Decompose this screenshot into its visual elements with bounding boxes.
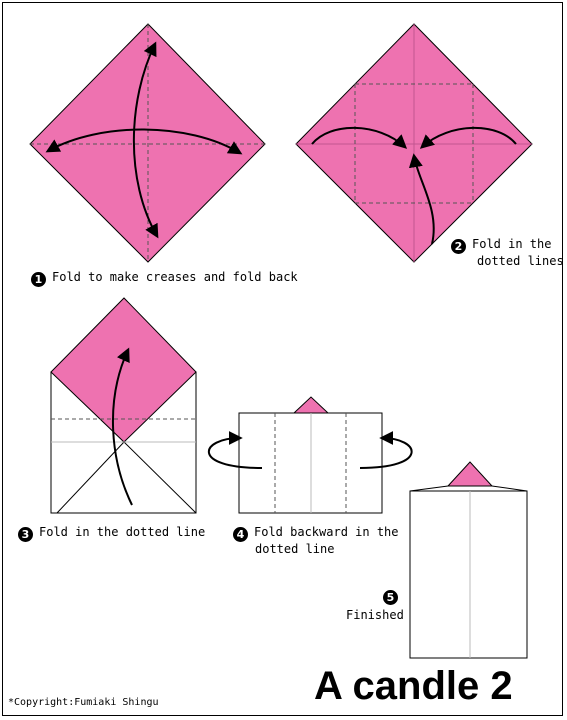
- step5-number-badge: 5: [383, 590, 398, 605]
- step1-number-badge: 1: [31, 272, 46, 287]
- step5-text: Finished: [346, 608, 404, 622]
- page-title: A candle 2: [314, 664, 513, 708]
- step2-diagram: [295, 23, 533, 263]
- step5-shoulders: [409, 485, 528, 492]
- step3-diagram: [50, 297, 197, 514]
- step2-number-badge: 2: [451, 239, 466, 254]
- step5-number: 5: [383, 587, 404, 605]
- step1-diagram: [29, 23, 266, 263]
- step5-pink-tip: [446, 461, 494, 487]
- step4-text-line1: Fold backward in the: [254, 525, 399, 539]
- step2-left-arrow: [311, 126, 408, 149]
- step1-caption: 1 Fold to make creases and fold back: [31, 269, 298, 287]
- step4-caption: 4 Fold backward in the: [233, 524, 399, 542]
- step2-bottom-arrow: [408, 153, 435, 245]
- step2-text-line1: Fold in the: [472, 237, 552, 251]
- step5-caption: Finished: [346, 607, 404, 623]
- step3-caption: 3 Fold in the dotted line: [18, 524, 205, 542]
- step2-text-line2: dotted lines: [477, 254, 564, 268]
- step2-caption-line2: dotted lines: [477, 253, 564, 269]
- step4-left-arrow: [208, 431, 263, 469]
- step5-candle-body: [409, 490, 528, 659]
- step4-caption-line2: dotted line: [255, 541, 334, 557]
- step4-right-arrow: [359, 431, 413, 469]
- step3-number-badge: 3: [18, 527, 33, 542]
- step4-number-badge: 4: [233, 527, 248, 542]
- step4-pink-tip: [292, 396, 330, 414]
- copyright-notice: *Copyright:Fumiaki Shingu: [8, 697, 159, 708]
- step1-fold-arrow-horizontal: [45, 128, 243, 155]
- step2-caption: 2 Fold in the: [451, 236, 551, 254]
- step1-text: Fold to make creases and fold back: [52, 270, 298, 284]
- step4-diagram: [208, 396, 413, 514]
- step2-right-arrow: [419, 126, 517, 149]
- step3-fold-arrow: [111, 347, 133, 506]
- step4-text-line2: dotted line: [255, 542, 335, 556]
- step3-diagonal-right: [123, 441, 197, 514]
- step3-text: Fold in the dotted line: [39, 525, 206, 539]
- step3-diagonal-left: [56, 441, 125, 514]
- step5-diagram: [409, 461, 528, 659]
